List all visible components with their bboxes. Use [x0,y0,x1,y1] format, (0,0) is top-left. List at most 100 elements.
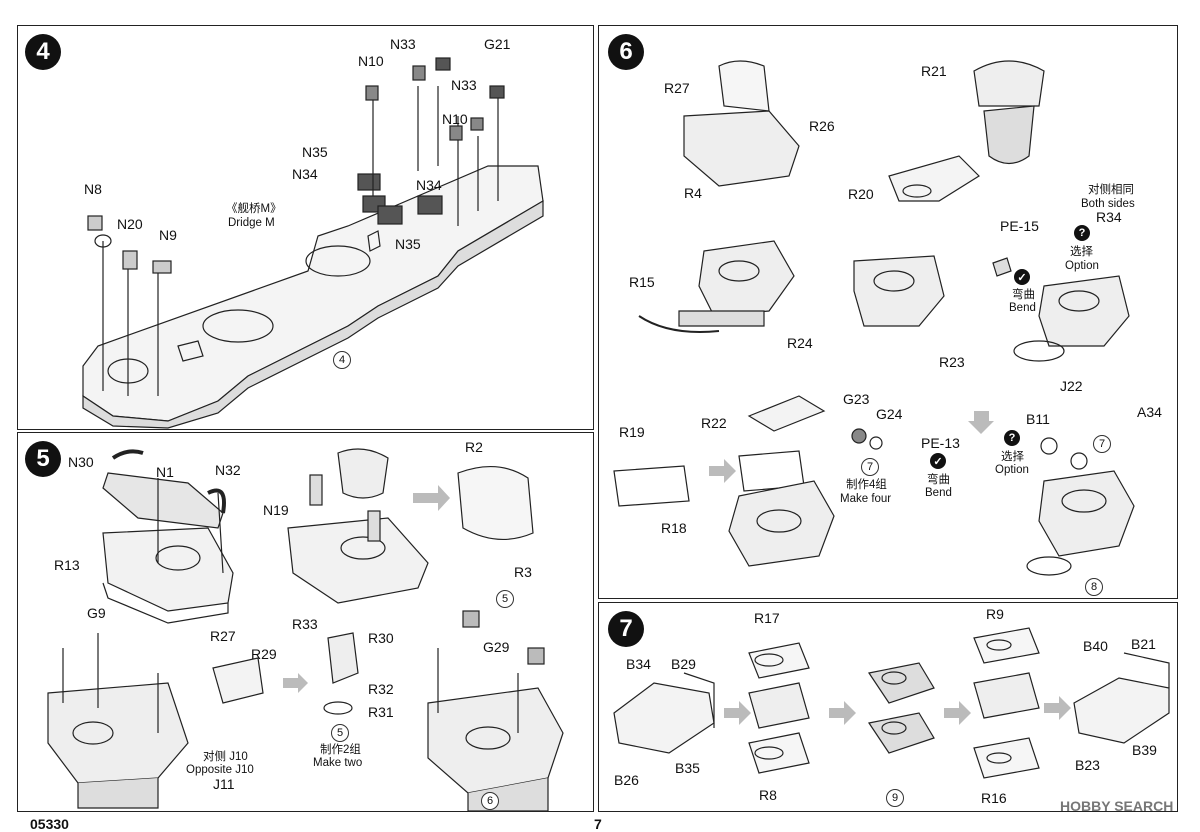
part-label: N30 [68,454,94,470]
part-label: N33 [451,77,477,93]
option-en: Option [1065,260,1099,272]
part-label: B29 [671,656,696,672]
step-7-panel: 7 R17 B34 B29 R9 B40 B21 B26 B35 R8 R16 … [598,602,1178,812]
subassembly-ref: 5 [496,590,514,608]
kit-number: 05330 [30,816,69,832]
bridge-note-en: Dridge M [228,217,275,229]
part-label: G29 [483,639,510,655]
part-label: R30 [368,630,394,646]
part-label: R21 [921,63,947,79]
part-label: J11 [213,776,235,792]
part-label: R3 [514,564,532,580]
step-number: 7 [608,611,644,647]
part-label: G9 [87,605,106,621]
subassembly-ref: 6 [481,792,499,810]
pe-label: PE-13 [921,435,960,451]
part-label: N10 [358,53,384,69]
subassembly-ref: 7 [861,458,879,476]
bend-icon: ✓ [930,453,946,469]
step-number: 5 [25,441,61,477]
part-label: G24 [876,406,903,422]
part-label: R34 [1096,209,1122,225]
part-label: B35 [675,760,700,776]
part-label: N34 [416,177,442,193]
step-5-panel: 5 N30 N1 N32 R13 N19 R2 R3 G9 R27 R29 R3… [17,432,594,812]
part-label: N33 [390,36,416,52]
part-label: R27 [210,628,236,644]
pe-label: PE-15 [1000,218,1039,234]
step-5-illustration [47,448,564,811]
part-label: R2 [465,439,483,455]
bend-icon: ✓ [1014,269,1030,285]
part-label: R22 [701,415,727,431]
part-label: R32 [368,681,394,697]
option-en: Option [995,464,1029,476]
part-label: B40 [1083,638,1108,654]
subassembly-ref: 8 [1085,578,1103,596]
bend-en: Bend [925,487,952,499]
subassembly-ref: 4 [333,351,351,369]
make-two-en: Make two [313,757,363,769]
watermark: HOBBY SEARCH [1060,798,1174,814]
part-label: B23 [1075,757,1100,773]
part-label: N8 [84,181,102,197]
both-sides-en: Both sides [1081,198,1135,210]
part-label: G23 [843,391,870,407]
part-label: R17 [754,610,780,626]
subassembly-ref: 7 [1093,435,1111,453]
option-cn: 选择 [1001,451,1024,463]
both-sides-cn: 对侧相同 [1088,184,1134,196]
part-label: R29 [251,646,277,662]
bend-en: Bend [1009,302,1036,314]
option-icon: ? [1074,225,1090,241]
bend-cn: 弯曲 [927,474,950,486]
part-label: R15 [629,274,655,290]
part-label: R26 [809,118,835,134]
part-label: R8 [759,787,777,803]
part-label: N1 [156,464,174,480]
option-cn: 选择 [1070,246,1093,258]
bend-cn: 弯曲 [1012,289,1035,301]
part-label: N34 [292,166,318,182]
make-four-en: Make four [840,493,892,505]
page-number: 7 [594,816,602,832]
part-label: R4 [684,185,702,201]
subassembly-ref: 5 [331,724,349,742]
part-label: B39 [1132,742,1157,758]
part-label: R13 [54,557,80,573]
part-label: N20 [117,216,143,232]
part-label: N9 [159,227,177,243]
part-label: R16 [981,790,1007,806]
part-label: G21 [484,36,511,52]
part-label: B26 [614,772,639,788]
step-7-illustration [613,627,1170,779]
part-label: R33 [292,616,318,632]
part-label: N19 [263,502,289,518]
part-label: R18 [661,520,687,536]
part-label: B21 [1131,636,1156,652]
step-number: 4 [25,34,61,70]
make-two-cn: 制作2组 [320,744,361,756]
step-4-panel: 4 N33 G21 N10 N33 N10 N35 N34 N34 N35 N8… [17,25,594,430]
step-6-illustration [613,60,1135,576]
opposite-note-en: Opposite J10 [186,764,254,776]
part-label: R31 [368,704,394,720]
part-label: B34 [626,656,651,672]
part-label: R23 [939,354,965,370]
make-four-cn: 制作4组 [846,479,887,491]
part-label: J22 [1060,378,1083,394]
part-label: R20 [848,186,874,202]
option-icon: ? [1004,430,1020,446]
subassembly-ref: 9 [886,789,904,807]
part-label: N35 [395,236,421,252]
part-label: R24 [787,335,813,351]
step-6-panel: 6 R27 R26 R4 R21 R20 R15 R24 R23 R19 R18… [598,25,1178,599]
part-label: N10 [442,111,468,127]
part-label: A34 [1137,404,1162,420]
part-label: N32 [215,462,241,478]
part-label: R9 [986,606,1004,622]
step-4-illustration [82,57,544,429]
part-label: N35 [302,144,328,160]
bridge-note-cn: 《舰桥M》 [226,203,282,215]
opposite-note-cn: 对侧 J10 [203,751,248,763]
